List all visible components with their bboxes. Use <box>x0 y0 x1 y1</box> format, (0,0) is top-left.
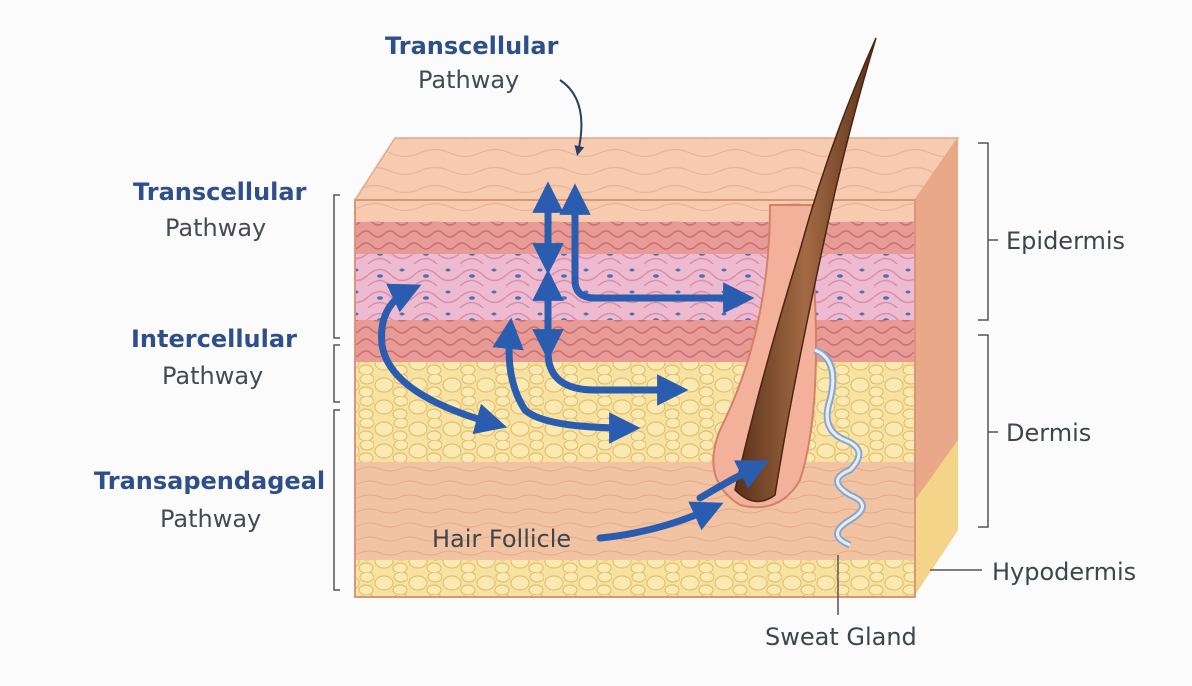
cell-layer-red <box>355 222 915 254</box>
left-brackets <box>334 195 340 590</box>
intercellular-title: Intercellular <box>131 327 297 351</box>
sweat-gland-label: Sweat Gland <box>765 625 917 649</box>
hypodermis-label: Hypodermis <box>992 560 1136 584</box>
top-pathway-subtitle: Pathway <box>418 68 519 92</box>
cell-layer-pink <box>355 254 915 320</box>
dermis-label: Dermis <box>1006 421 1091 445</box>
skin-surface <box>355 138 958 200</box>
top-pathway-title: Transcellular <box>385 34 558 58</box>
intercellular-subtitle: Pathway <box>162 364 263 388</box>
transcellular-title: Transcellular <box>133 180 306 204</box>
transcellular-subtitle: Pathway <box>165 216 266 240</box>
hair-follicle-label: Hair Follicle <box>432 527 571 551</box>
transappendageal-subtitle: Pathway <box>160 507 261 531</box>
epidermis-label: Epidermis <box>1006 229 1125 253</box>
hypodermis-layer <box>355 560 915 597</box>
basal-layer <box>355 320 915 362</box>
transappendageal-title: Transapendageal <box>94 469 325 493</box>
